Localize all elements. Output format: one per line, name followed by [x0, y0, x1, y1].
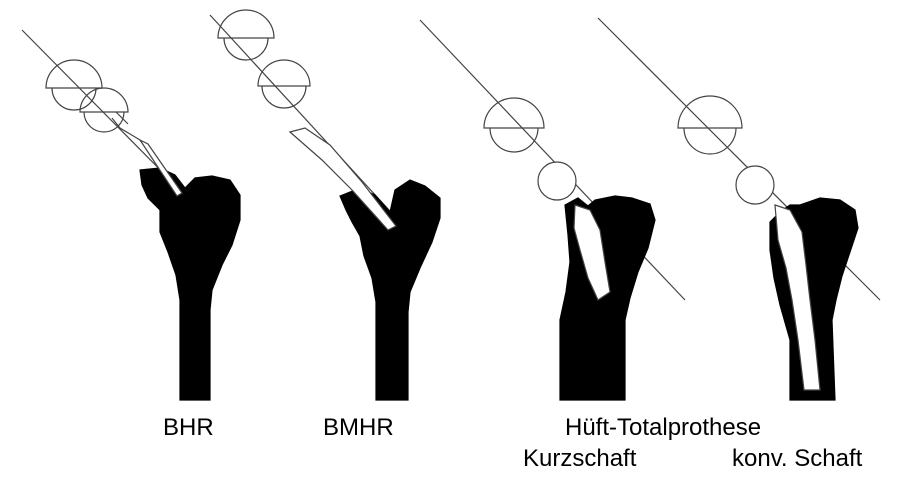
bmhr-axis-line: [210, 15, 400, 222]
label-short-stem: Kurzschaft: [523, 447, 636, 471]
short-stem-head: [538, 162, 576, 200]
conventional-stem-cup: [678, 96, 742, 128]
bmhr-illustration: [210, 10, 440, 400]
bmhr-head-lower: [262, 86, 306, 108]
label-conventional-stem: konv. Schaft: [732, 447, 862, 471]
short-stem-illustration: [420, 20, 685, 400]
label-bmhr: BMHR: [323, 416, 394, 440]
bhr-head-lower: [84, 112, 124, 132]
label-total-hip: Hüft-Totalprothese: [565, 416, 761, 440]
bmhr-femur: [340, 180, 440, 400]
short-stem-axis-line: [420, 20, 685, 300]
bhr-femur: [140, 168, 240, 400]
label-bhr: BHR: [163, 416, 214, 440]
bhr-illustration: [22, 30, 240, 400]
conventional-stem-head: [736, 166, 774, 204]
short-stem-cup: [484, 98, 544, 128]
bmhr-head-upper: [258, 60, 310, 86]
bmhr-implant-stem: [290, 128, 396, 230]
short-stem-cup-liner: [490, 128, 538, 152]
bmhr-cup-lower: [224, 38, 268, 60]
conventional-stem-cup-liner: [684, 128, 736, 154]
bmhr-cup-upper: [218, 10, 274, 38]
bhr-cup-upper: [46, 60, 102, 88]
bhr-head-upper: [80, 88, 128, 112]
